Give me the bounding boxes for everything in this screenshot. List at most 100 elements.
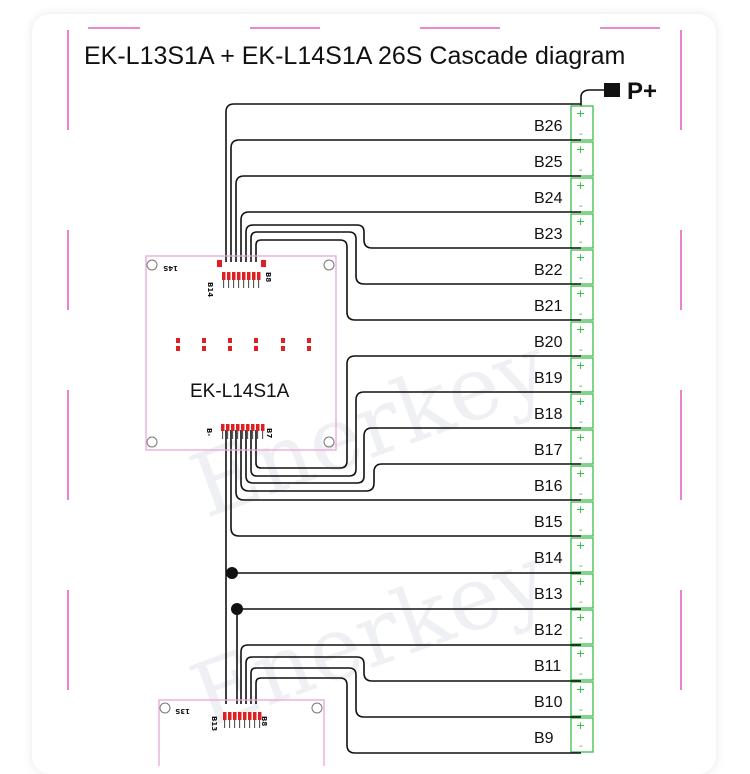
- smd-component: [228, 338, 232, 343]
- smd-component: [254, 338, 258, 343]
- cell-plus-sign: +: [576, 611, 585, 624]
- bottom-pin-label-b13: B13: [210, 716, 218, 731]
- cell-minus-sign: -: [579, 237, 583, 248]
- smd-component: [281, 338, 285, 343]
- junction-node-b13: [231, 603, 243, 615]
- bottom-bms-board: 13S B13 B8: [158, 699, 325, 766]
- watermark-top: Enerkey: [178, 315, 561, 538]
- diagram-title: EK-L13S1A + EK-L14S1A 26S Cascade diagra…: [84, 42, 625, 70]
- battery-cell: + - B10: [534, 681, 594, 717]
- cell-minus-sign: -: [579, 417, 583, 428]
- p-plus-terminal: [604, 83, 620, 97]
- connector-pin: [226, 424, 230, 431]
- connector-pin: [256, 424, 260, 431]
- top-connector-upper: [222, 272, 261, 288]
- cell-plus-sign: +: [576, 179, 585, 192]
- connector-pin: [258, 712, 262, 720]
- cell-minus-sign: -: [579, 489, 583, 500]
- mount-hole: [323, 436, 335, 448]
- battery-cell: + - B11: [534, 645, 594, 681]
- connector-pin: [251, 424, 255, 431]
- cell-plus-sign: +: [576, 431, 585, 444]
- top-pin-label-b8: B8: [264, 272, 272, 282]
- battery-cell: +-B26: [534, 105, 594, 141]
- battery-cell: +-B23: [534, 213, 594, 249]
- cell-minus-sign: -: [579, 705, 583, 716]
- mount-hole: [159, 702, 171, 714]
- cell-minus-sign: -: [579, 633, 583, 644]
- cell-plus-sign: +: [576, 323, 585, 336]
- cell-minus-sign: -: [579, 525, 583, 536]
- battery-cell: +-B16: [534, 465, 594, 501]
- cell-minus-sign: -: [579, 273, 583, 284]
- cell-label: B19: [534, 370, 563, 387]
- connector-pin: [253, 712, 257, 720]
- cell-minus-sign: -: [579, 381, 583, 392]
- cell-label: B11: [534, 658, 561, 675]
- cell-label: B10: [534, 694, 563, 711]
- battery-cell: + - B20: [534, 321, 594, 357]
- battery-cell: +-B13: [534, 573, 594, 609]
- cell-plus-sign: +: [576, 647, 585, 660]
- junction-node-b14: [226, 567, 238, 579]
- connector-pin: [241, 424, 245, 431]
- connector-pin: [228, 712, 232, 720]
- cell-plus-sign: +: [576, 683, 585, 696]
- connector-pin: [247, 272, 251, 280]
- cell-label: B15: [534, 514, 563, 531]
- top-pin-label-b14: B14: [206, 282, 214, 297]
- connector-pin: [223, 712, 227, 720]
- top-board-name: EK-L14S1A: [190, 381, 290, 402]
- cell-plus-sign: +: [576, 539, 585, 552]
- cell-label: B13: [534, 586, 563, 603]
- connector-pad: [217, 260, 222, 267]
- mount-hole: [146, 259, 158, 271]
- cell-label: B14: [534, 550, 563, 567]
- mount-hole: [146, 436, 158, 448]
- smd-component: [307, 338, 311, 343]
- cell-minus-sign: -: [579, 165, 583, 176]
- top-board-wires: [225, 103, 581, 321]
- top-board-silk-id: 14S: [163, 264, 178, 272]
- cell-label: B12: [534, 622, 563, 639]
- p-plus-lead: [580, 89, 604, 106]
- top-pin-label-b7: B7: [265, 428, 273, 438]
- battery-cell: + - B19: [534, 357, 594, 393]
- top-bms-board: 14S B14 B8 EK-L14S1A B- B7: [145, 255, 337, 451]
- bottom-board-silk-id: 13S: [175, 707, 190, 715]
- cell-plus-sign: +: [576, 719, 585, 732]
- bottom-board-wires: [240, 644, 581, 754]
- connector-pin: [237, 272, 241, 280]
- connector-pin: [242, 272, 246, 280]
- smd-component: [307, 346, 311, 351]
- cell-minus-sign: -: [579, 561, 583, 572]
- bottom-board-outline: [158, 699, 325, 766]
- cell-minus-sign: -: [579, 345, 583, 356]
- cell-minus-sign: -: [579, 309, 583, 320]
- cell-minus-sign: -: [579, 201, 583, 212]
- battery-cell: +-B17: [534, 429, 594, 465]
- cell-plus-sign: +: [576, 143, 585, 156]
- cell-plus-sign: +: [576, 503, 585, 516]
- guide-lines: [67, 27, 682, 690]
- cell-plus-sign: +: [576, 359, 585, 372]
- connector-pin: [238, 712, 242, 720]
- connector-pin: [252, 272, 256, 280]
- cell-plus-sign: +: [576, 107, 585, 120]
- connector-pin: [243, 712, 247, 720]
- connector-pin: [236, 424, 240, 431]
- battery-cell: + - B12: [534, 609, 594, 645]
- mount-hole: [311, 702, 323, 714]
- p-plus-label: P+: [627, 78, 657, 105]
- cell-minus-sign: -: [579, 669, 583, 680]
- battery-cell: +-B21: [534, 285, 594, 321]
- cell-label: B20: [534, 334, 563, 351]
- battery-cell: + - B14: [534, 537, 594, 573]
- smd-component: [202, 338, 206, 343]
- top-pin-label-bminus: B-: [205, 428, 213, 436]
- connector-pin: [246, 424, 250, 431]
- connector-pin: [233, 712, 237, 720]
- battery-cell: +-B18: [534, 393, 594, 429]
- battery-cell: +-B24: [534, 177, 594, 213]
